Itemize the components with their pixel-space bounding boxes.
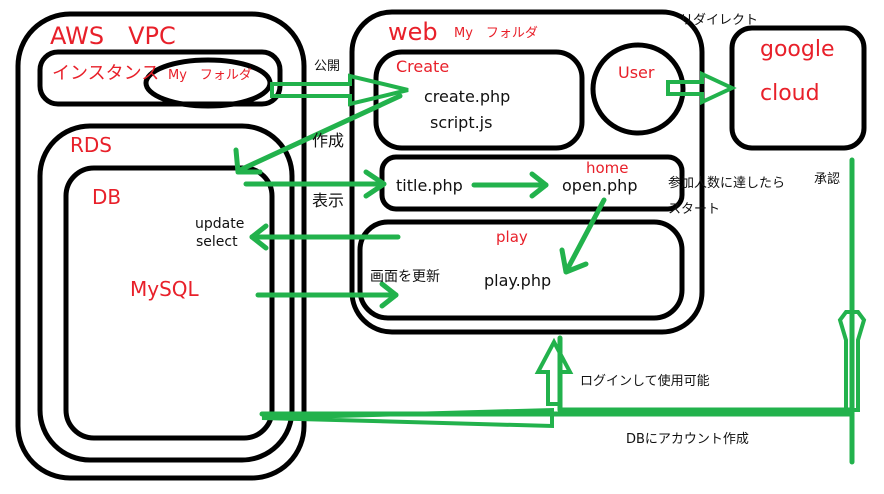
publish-arrow: [270, 73, 409, 107]
open-php-label: open.php: [562, 176, 637, 195]
redirect-label: リダイレクト: [680, 13, 758, 28]
home-arrow: [471, 171, 549, 199]
refresh-arrow: [255, 281, 399, 309]
db-account-label: DBにアカウント作成: [626, 432, 749, 447]
display-arrow: [243, 169, 387, 199]
create-box: [373, 49, 585, 151]
aws-vpc-title: AWS VPC: [50, 22, 176, 50]
web-my-folder-label: My フォルダ: [454, 26, 538, 41]
db-box: [63, 165, 275, 441]
play-label: play: [496, 228, 528, 246]
refresh-label: 画面を更新: [370, 269, 440, 285]
db-label: DB: [92, 185, 121, 209]
home-label: home: [586, 159, 629, 177]
start-arrow: [559, 197, 607, 275]
mysql-label: MySQL: [130, 277, 200, 301]
create-note-label: 作成: [312, 131, 344, 150]
user-label: User: [618, 63, 655, 82]
google-label: google: [760, 37, 835, 62]
display-note-label: 表示: [312, 191, 344, 210]
publish-label: 公開: [314, 59, 340, 74]
aws-vpc-box: [15, 11, 307, 481]
title-php-label: title.php: [396, 176, 463, 195]
account-arrow: [259, 157, 867, 465]
web-box: [349, 9, 705, 335]
start-condition-label: 参加人数に達したら: [668, 175, 785, 191]
login-label: ログインして使用可能: [580, 373, 710, 389]
instance-box: [37, 49, 283, 107]
create-php-label: create.php: [424, 87, 510, 106]
update-label: update: [195, 216, 244, 232]
play-box: [357, 219, 685, 321]
create-label: Create: [396, 57, 449, 76]
my-folder-ellipse: [143, 57, 273, 109]
cloud-label: cloud: [760, 81, 820, 106]
instance-label: インスタンス: [52, 63, 159, 84]
start-label: スタート: [668, 202, 720, 217]
play-php-label: play.php: [484, 271, 551, 290]
user-circle: [590, 42, 686, 136]
instance-my-folder-label: My フォルダ: [168, 68, 252, 83]
web-title: web: [388, 18, 438, 46]
select-label: select: [196, 234, 238, 250]
script-js-label: script.js: [430, 113, 492, 132]
rds-label: RDS: [70, 133, 112, 157]
approve-label: 承認: [814, 171, 840, 187]
redirect-arrow: [666, 70, 737, 106]
create-arrow: [233, 93, 403, 175]
update-arrow: [249, 223, 401, 251]
